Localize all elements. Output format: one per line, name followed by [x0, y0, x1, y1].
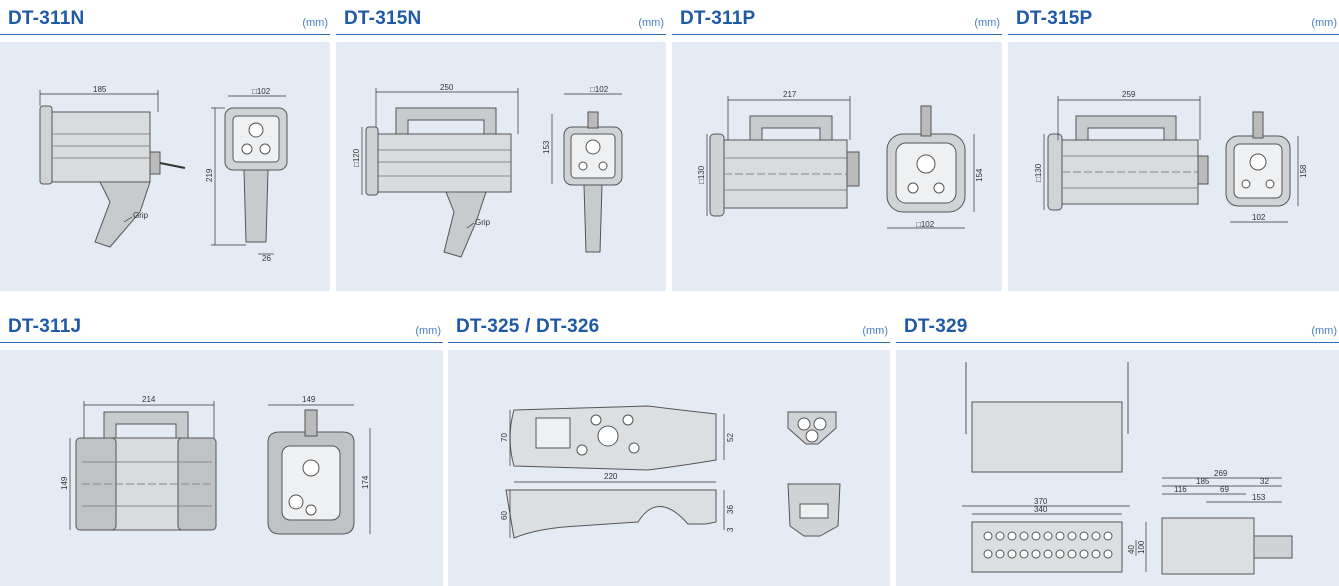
dim-total-width: 370: [1034, 497, 1048, 506]
panel-header: DT-311P (mm): [672, 0, 1002, 35]
panel-title: DT-329: [904, 316, 968, 337]
unit-label: (mm): [1311, 325, 1337, 337]
panel-header: DT-311N (mm): [0, 0, 330, 35]
panel-header: DT-315P (mm): [1008, 0, 1339, 35]
panel-dt-325-326: DT-325 / DT-326 (mm): [448, 308, 890, 586]
dimension-drawing: 70 52 220 60 36 3: [500, 405, 841, 539]
dim-depth: 60: [500, 511, 509, 520]
front-view: [971, 521, 1123, 573]
dim-square: □102: [252, 87, 271, 96]
dim-length: 259: [1122, 90, 1136, 99]
lamp-face: [365, 126, 379, 196]
dim-front: □120: [352, 148, 361, 167]
dim-square: □102: [590, 85, 609, 94]
grip-label: Grip: [475, 218, 491, 227]
unit-label: (mm): [302, 17, 328, 29]
dim-depth-a: 116: [1174, 485, 1187, 494]
carry-handle: [749, 115, 833, 141]
dim-head: 52: [726, 433, 735, 442]
dim-height: 219: [205, 168, 214, 182]
unit-label: (mm): [415, 325, 441, 337]
drawing-area: 259 □130 158 102: [1008, 42, 1339, 291]
drawing-area: 370 340 40 100 269 185 116 69 32 153: [896, 350, 1339, 586]
dim-front: □130: [697, 165, 706, 184]
unit-label: (mm): [862, 325, 888, 337]
panel-dt-311n: DT-311N (mm): [0, 0, 330, 291]
led-array: [983, 531, 1113, 559]
dim-depth-c: 32: [1260, 477, 1269, 486]
dimension-drawing: 250 □102 □120 153 Grip: [352, 83, 623, 258]
carry-handle: [103, 411, 189, 439]
dimension-drawing: 217 □130 154 □102: [697, 90, 984, 229]
dim-mid-depth: 185: [1196, 477, 1210, 486]
side-view: [505, 489, 717, 539]
dim-length: 217: [783, 90, 797, 99]
panel-dt-315p: DT-315P (mm): [1008, 0, 1339, 291]
dim-height2: 174: [361, 475, 370, 489]
lamp-body: [377, 133, 512, 193]
dim-width: 102: [1252, 213, 1266, 222]
lamp-face: [709, 133, 725, 217]
dim-front: □130: [1034, 163, 1043, 182]
panel-title: DT-311P: [680, 8, 756, 29]
dim-height: 158: [1299, 164, 1308, 178]
panel-header: DT-315N (mm): [336, 0, 666, 35]
panel-dt-311p: DT-311P (mm): [672, 0, 1002, 291]
lamp-face: [39, 105, 53, 185]
lamp-face: [1047, 133, 1063, 211]
unit-label: (mm): [974, 17, 1000, 29]
dim-tail: 36: [726, 505, 735, 514]
top-view: [971, 401, 1123, 473]
dimension-drawing: 370 340 40 100 269 185 116 69 32 153: [962, 362, 1293, 575]
panel-title: DT-311N: [8, 8, 85, 29]
dim-length: 185: [93, 85, 107, 94]
panel-title: DT-315P: [1016, 8, 1093, 29]
dim-foot: 3: [726, 527, 735, 532]
drawing-area: 217 □130 154 □102: [672, 42, 1002, 291]
unit-label: (mm): [1311, 17, 1337, 29]
dim-depth-b: 69: [1220, 485, 1229, 494]
carry-handle: [1075, 115, 1177, 141]
side-view: [1161, 517, 1255, 575]
drawing-area: 214 149 149 174: [0, 350, 443, 586]
dim-length: 214: [142, 395, 156, 404]
panel-dt-315n: DT-315N (mm): [336, 0, 666, 291]
unit-label: (mm): [638, 17, 664, 29]
panel-title: DT-315N: [344, 8, 422, 29]
panel-dt-311j: DT-311J (mm): [0, 308, 443, 586]
dim-width: 149: [302, 395, 316, 404]
dim-length: 220: [604, 472, 618, 481]
dim-length: 250: [440, 83, 454, 92]
dimension-drawing: 259 □130 158 102: [1034, 90, 1308, 223]
grip-handle: [443, 191, 487, 258]
lamp-body: [51, 111, 151, 183]
panel-title: DT-325 / DT-326: [456, 316, 600, 337]
drawing-area: 250 □102 □120 153 Grip: [336, 42, 666, 291]
dimension-drawing: 185 □102 219 26 Grip: [39, 85, 288, 263]
carry-handle: [395, 107, 497, 135]
dim-grip-width: 26: [262, 254, 271, 263]
dim-inner-width: 340: [1034, 505, 1048, 514]
dim-height: 153: [542, 140, 551, 154]
grip-handle: [94, 181, 151, 248]
drawing-area: 185 □102 219 26 Grip: [0, 42, 330, 291]
drawing-area: 70 52 220 60 36 3: [448, 350, 890, 586]
dim-square: □102: [916, 220, 935, 229]
dim-total-height: 100: [1137, 540, 1146, 554]
dim-front-height: 40: [1127, 545, 1136, 554]
dim-depth-d: 153: [1252, 493, 1266, 502]
dim-total-depth: 269: [1214, 469, 1228, 478]
panel-title: DT-311J: [8, 316, 82, 337]
dim-height: 154: [975, 168, 984, 182]
dim-height: 149: [60, 476, 69, 490]
panel-dt-329: DT-329 (mm): [896, 308, 1339, 586]
panel-header: DT-311J (mm): [0, 308, 443, 343]
panel-header: DT-329 (mm): [896, 308, 1339, 343]
dimension-drawing: 214 149 149 174: [60, 395, 371, 535]
dim-width: 70: [500, 433, 509, 442]
grip-label: Grip: [133, 211, 149, 220]
panel-header: DT-325 / DT-326 (mm): [448, 308, 890, 343]
